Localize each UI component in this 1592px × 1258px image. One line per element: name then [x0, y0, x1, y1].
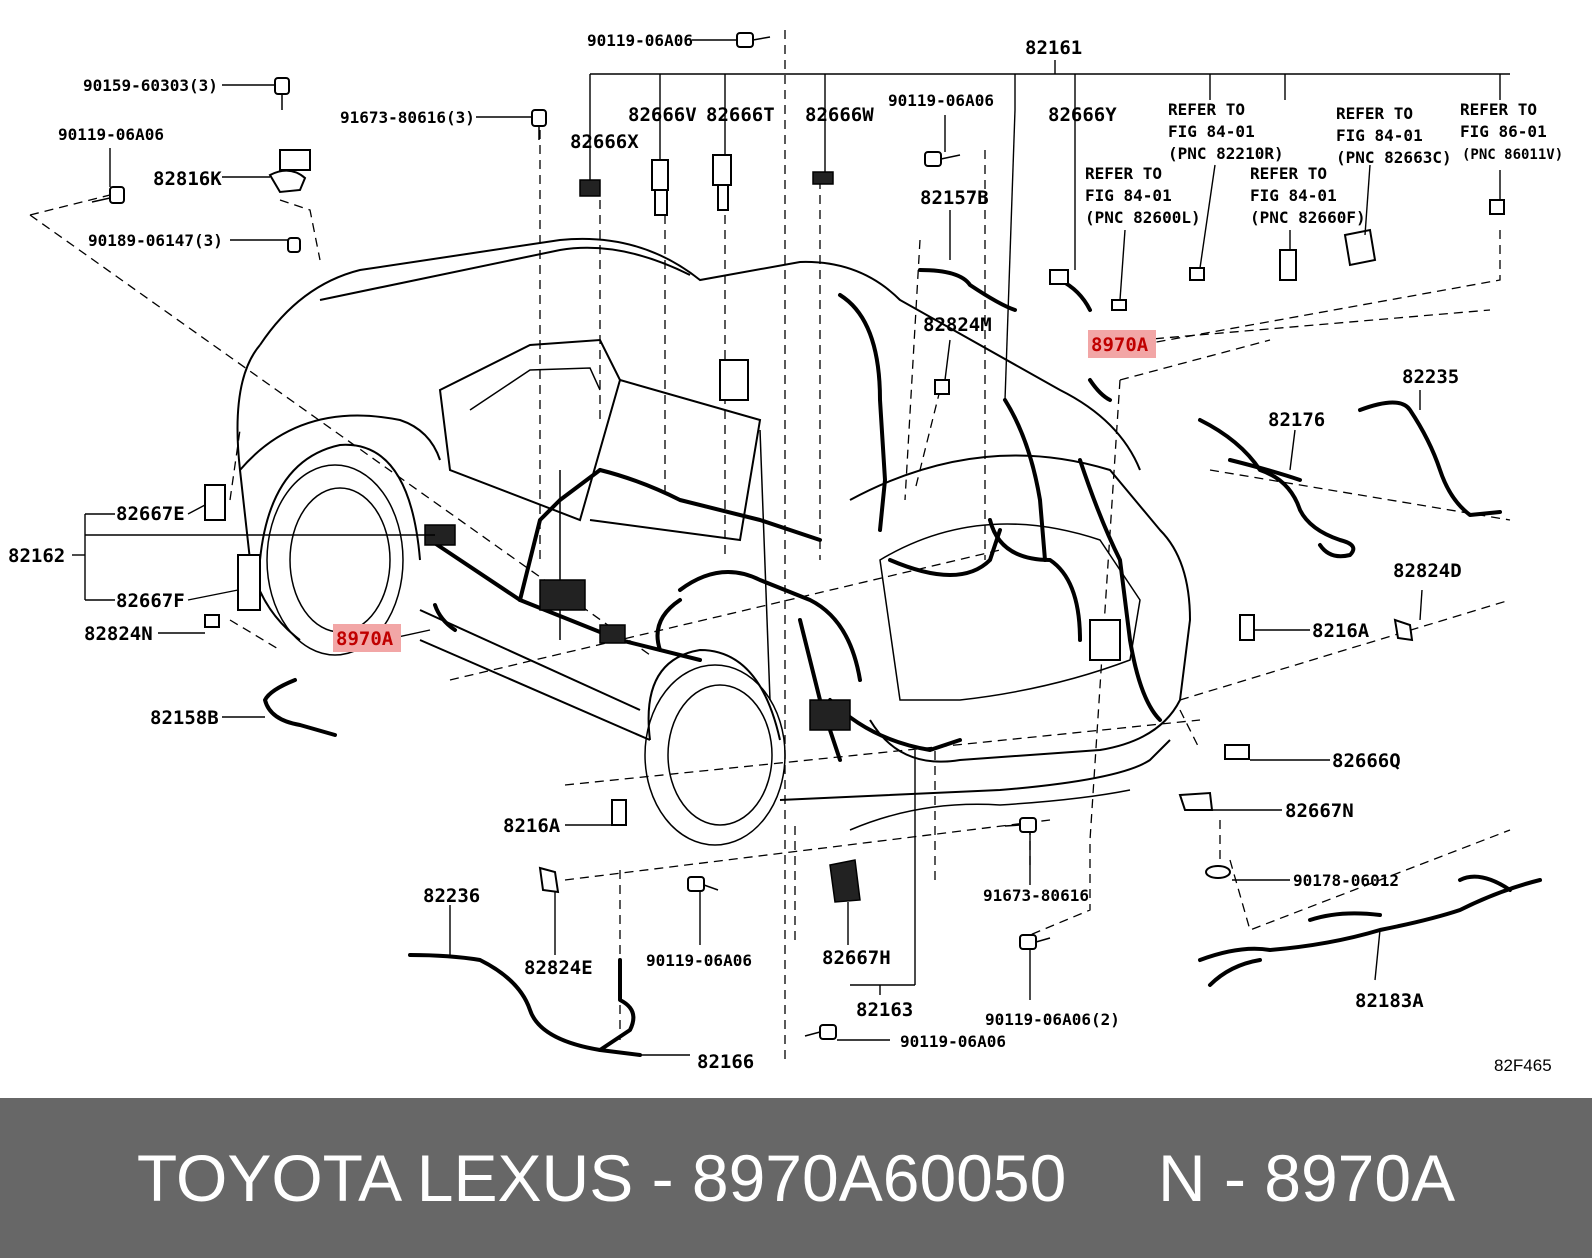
- refer-note-line: FIG 86-01: [1460, 122, 1547, 141]
- label-82157B: 82157B: [920, 187, 989, 209]
- label-82667E: 82667E: [116, 503, 185, 525]
- label-82666W: 82666W: [805, 104, 874, 126]
- label-82667H: 82667H: [822, 947, 891, 969]
- label-82166: 82166: [697, 1051, 754, 1073]
- label-82666X: 82666X: [570, 131, 639, 153]
- label-91673-80616: 91673-80616: [983, 886, 1089, 905]
- label-90119-06A06-2: 90119-06A06(2): [985, 1010, 1120, 1029]
- label-82161: 82161: [1025, 37, 1082, 59]
- refer-note-line: (PNC 86011V): [1462, 147, 1563, 163]
- vehicle-body-outline: [236, 237, 1192, 846]
- label-82667N: 82667N: [1285, 800, 1354, 822]
- refer-note-82660F: REFER TO FIG 84-01 (PNC 82660F): [1250, 164, 1366, 227]
- refer-note-line: FIG 84-01: [1336, 126, 1423, 145]
- illustration-code: 82F465: [1494, 1056, 1552, 1075]
- wiring-diagram-svg: 82161 90119-06A06 90159-60303(3) 91673-8…: [8, 30, 1563, 1075]
- refer-note-line: (PNC 82663C): [1336, 148, 1452, 167]
- part-caption: TOYOTA LEXUS - 8970A60050 N - 8970A: [136, 1141, 1456, 1215]
- label-82824E: 82824E: [524, 957, 593, 979]
- wire-harnesses: [263, 268, 1542, 1057]
- label-82816K: 82816K: [153, 168, 222, 190]
- refer-note-82210R: REFER TO FIG 84-01 (PNC 82210R): [1168, 100, 1284, 163]
- highlight-8970A-right: 8970A: [1088, 330, 1156, 358]
- label-82162: 82162: [8, 545, 65, 567]
- highlight-box: [333, 624, 401, 652]
- label-90189-06147: 90189-06147(3): [88, 231, 223, 250]
- label-82666Y: 82666Y: [1048, 104, 1117, 126]
- label-82824N: 82824N: [84, 623, 153, 645]
- label-90178-06012: 90178-06012: [1293, 871, 1399, 890]
- highlight-label-8970A: 8970A: [1091, 334, 1149, 356]
- label-91673-80616-3: 91673-80616(3): [340, 108, 475, 127]
- part-shapes: [91, 32, 1505, 1040]
- caption-bar: TOYOTA LEXUS - 8970A60050 N - 8970A: [0, 1098, 1592, 1258]
- refer-note-line: FIG 84-01: [1085, 186, 1172, 205]
- leader-lines: [72, 39, 1510, 1056]
- label-82824D: 82824D: [1393, 560, 1462, 582]
- label-82183A: 82183A: [1355, 990, 1424, 1012]
- refer-note-line: FIG 84-01: [1250, 186, 1337, 205]
- label-82667F: 82667F: [116, 590, 185, 612]
- label-90119-06A06-bottom: 90119-06A06: [646, 951, 752, 970]
- label-82176: 82176: [1268, 409, 1325, 431]
- refer-note-82600L: REFER TO FIG 84-01 (PNC 82600L): [1085, 164, 1201, 227]
- refer-note-line: REFER TO: [1336, 104, 1413, 123]
- label-82235: 82235: [1402, 366, 1459, 388]
- label-82236: 82236: [423, 885, 480, 907]
- refer-note-line: REFER TO: [1168, 100, 1245, 119]
- label-82158B: 82158B: [150, 707, 219, 729]
- refer-note-line: (PNC 82210R): [1168, 144, 1284, 163]
- label-82666T: 82666T: [706, 104, 775, 126]
- label-90119-06A06-left: 90119-06A06: [58, 125, 164, 144]
- highlight-label-8970A: 8970A: [336, 628, 394, 650]
- label-8216A-left: 8216A: [503, 815, 561, 837]
- label-90119-06A06-mid: 90119-06A06: [888, 91, 994, 110]
- label-82163: 82163: [856, 999, 913, 1021]
- refer-note-82663C: REFER TO FIG 84-01 (PNC 82663C): [1336, 104, 1452, 167]
- label-82666Q: 82666Q: [1332, 750, 1401, 772]
- label-82666V: 82666V: [628, 104, 697, 126]
- parts-diagram: 82161 90119-06A06 90159-60303(3) 91673-8…: [8, 30, 1564, 1075]
- label-82824M: 82824M: [923, 314, 992, 336]
- part-labels: 82161 90119-06A06 90159-60303(3) 91673-8…: [8, 31, 1462, 1073]
- refer-note-line: REFER TO: [1250, 164, 1327, 183]
- refer-notes: REFER TO FIG 84-01 (PNC 82210R) REFER TO…: [1085, 100, 1563, 227]
- refer-note-line: REFER TO: [1460, 100, 1537, 119]
- refer-note-86011V: REFER TO FIG 86-01 (PNC 86011V): [1460, 100, 1563, 163]
- label-90159-60303: 90159-60303(3): [83, 76, 218, 95]
- label-8216A-right: 8216A: [1312, 620, 1370, 642]
- refer-note-line: (PNC 82600L): [1085, 208, 1201, 227]
- refer-note-line: (PNC 82660F): [1250, 208, 1366, 227]
- refer-note-line: FIG 84-01: [1168, 122, 1255, 141]
- highlight-8970A-left: 8970A: [333, 624, 401, 652]
- highlight-box: [1088, 330, 1156, 358]
- refer-note-line: REFER TO: [1085, 164, 1162, 183]
- dashed-guide-lines: [29, 30, 1511, 1060]
- label-90119-06A06-top: 90119-06A06: [587, 31, 693, 50]
- label-90119-06A06-low: 90119-06A06: [900, 1032, 1006, 1051]
